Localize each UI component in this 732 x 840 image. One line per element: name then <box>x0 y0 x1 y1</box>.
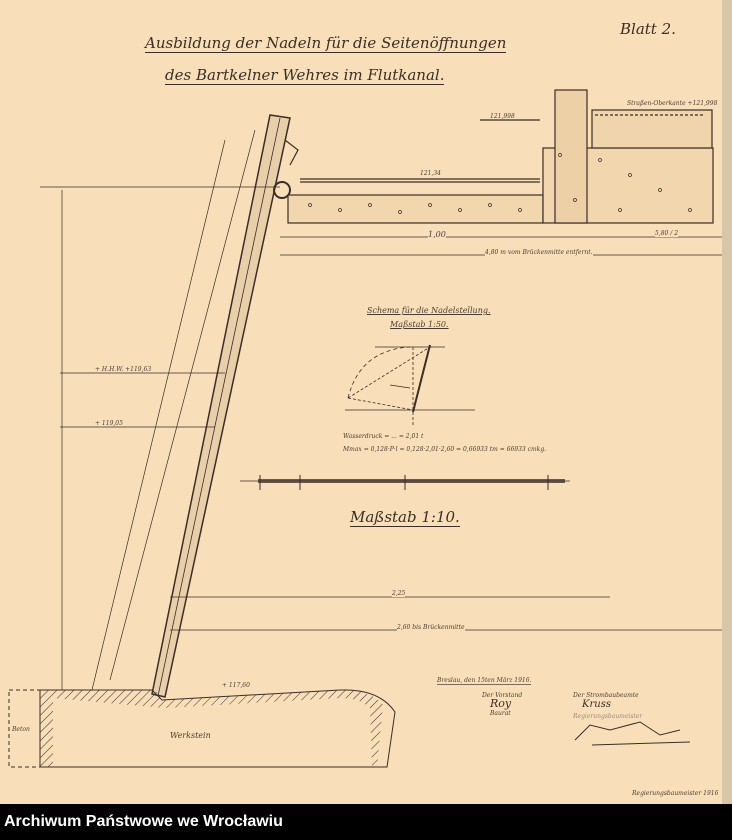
left-role: Der Vorstand <box>482 692 523 699</box>
left-signature: Roy <box>490 697 512 710</box>
archive-footer: Archiwum Państwowe we Wrocławiu <box>0 804 732 840</box>
drawing-sheet: Ausbildung der Nadeln für die Seitenöffn… <box>0 0 732 804</box>
right-title: Regierungsbaumeister <box>573 713 643 720</box>
moment-formula: Mmax = 0,128·P·l = 0,128·2,01·2,60 = 0,6… <box>343 446 547 453</box>
schema-scale: Maßstab 1:50. <box>390 320 449 329</box>
label-beton: Beton <box>12 726 30 733</box>
foundation <box>8 689 396 768</box>
schema-diagram <box>345 344 475 425</box>
label-level-119: + 119,05 <box>95 420 123 427</box>
scale-bar-label: Maßstab 1:10. <box>350 508 460 527</box>
sheet-edge <box>722 0 732 804</box>
label-level-121-998: 121,998 <box>490 113 515 120</box>
label-distance-note: 4,80 m vom Brückenmitte entfernt. <box>485 249 593 256</box>
label-level-117-60: + 117,60 <box>222 682 250 689</box>
bottom-note: Regierungsbaumeister 1916 <box>632 790 719 797</box>
right-signature: Kruss <box>582 699 611 710</box>
title-line-2: des Bartkelner Wehres im Flutkanal. <box>165 66 445 85</box>
bridge-girder <box>287 89 714 224</box>
schema-title: Schema für die Nadelstellung. <box>367 306 491 315</box>
label-hhw: + H.H.W. +119,63 <box>95 366 152 373</box>
sheet-number: Blatt 2. <box>620 20 676 38</box>
label-dim-5-80: 5,80 / 2 <box>655 230 679 237</box>
signature-flourish <box>574 721 691 746</box>
rivets <box>308 153 692 214</box>
title-line-1: Ausbildung der Nadeln für die Seitenöffn… <box>145 34 507 53</box>
water-pressure-formula: Wasserdruck = ... = 2,01 t <box>343 433 424 440</box>
needle <box>151 114 299 698</box>
label-level-121-34: 121,34 <box>420 170 441 177</box>
label-werkstein: Werkstein <box>170 731 211 740</box>
left-title: Baurat <box>490 710 511 717</box>
scale-bar <box>240 475 570 490</box>
label-dim-2-60: 2,60 bis Brückenmitte <box>397 624 465 631</box>
label-road-top: Straßen-Oberkante +121,998 <box>627 100 718 107</box>
label-dim-1-00: 1,00 <box>428 230 446 239</box>
label-dim-2-25: 2,25 <box>392 590 406 597</box>
right-role: Der Strombaubeamte <box>573 692 639 699</box>
technical-drawing <box>8 89 725 768</box>
place-date: Breslau, den 15ten März 1916. <box>437 677 532 685</box>
